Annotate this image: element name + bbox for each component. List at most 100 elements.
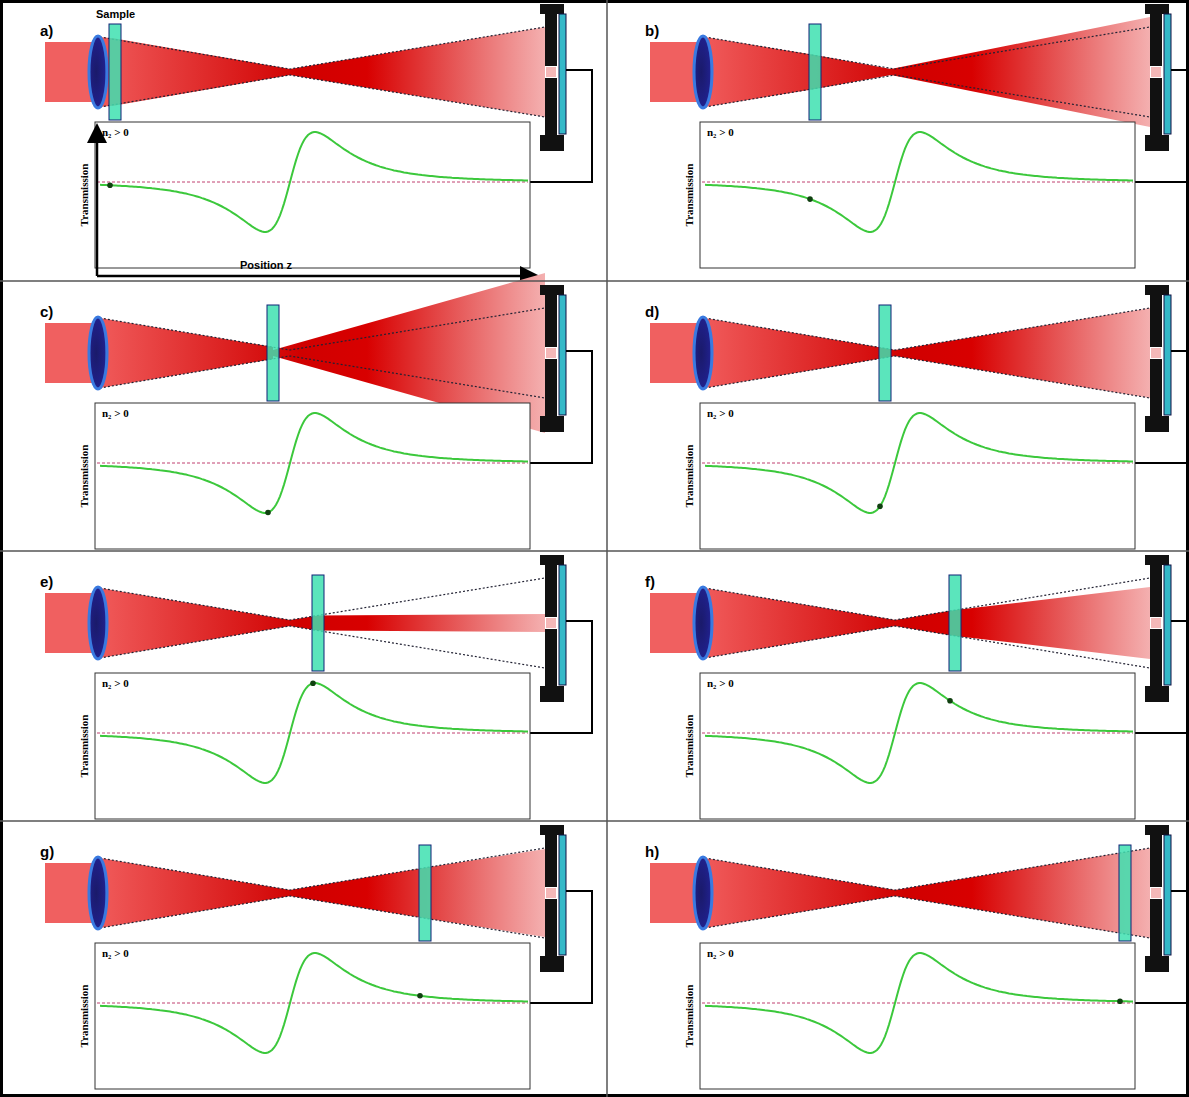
linear-envelope: [705, 896, 1150, 938]
linear-envelope: [705, 356, 1150, 398]
sample-slab: [109, 24, 121, 120]
axis-label: Transmission: [683, 985, 695, 1048]
linear-envelope: [100, 896, 545, 938]
zscan-curve: [705, 953, 1133, 1053]
zscan-curve: [705, 413, 1133, 513]
condition-label: n₂ > 0: [102, 677, 129, 689]
signal-wire: [530, 621, 592, 733]
detector-cap: [1145, 135, 1169, 151]
lens: [694, 857, 712, 929]
linear-envelope: [100, 75, 545, 117]
baseline: [97, 733, 528, 734]
axis-label: Transmission: [78, 445, 90, 508]
signal-wire: [1135, 891, 1189, 1003]
photodetector: [1164, 835, 1171, 955]
graph-box: [95, 673, 530, 819]
linear-envelope: [705, 848, 1150, 890]
zscan-curve: [100, 683, 528, 783]
panel-letter: c): [40, 303, 53, 320]
condition-label: n₂ > 0: [102, 407, 129, 419]
axis-arrow: [96, 128, 99, 276]
focused-beam: [100, 27, 545, 117]
panel-letter: g): [40, 843, 54, 860]
aperture-slit: [1151, 348, 1161, 358]
axis-label: Transmission: [683, 445, 695, 508]
baseline: [702, 463, 1133, 464]
linear-envelope: [705, 578, 1150, 620]
linear-envelope: [100, 27, 545, 69]
position-dot: [310, 680, 316, 686]
graph-box: [95, 122, 530, 268]
signal-wire: [1135, 70, 1189, 182]
focused-beam: [100, 849, 545, 937]
aperture-plate: [545, 10, 557, 66]
aperture-plate: [1150, 899, 1162, 957]
linear-envelope: [705, 75, 1150, 117]
zscan-panel: [650, 825, 1189, 1089]
panel-letter: a): [40, 22, 53, 39]
signal-wire: [1135, 621, 1189, 733]
signal-wire: [530, 70, 592, 182]
aperture-plate: [545, 359, 557, 417]
lens: [694, 317, 712, 389]
condition-label: n₂ > 0: [707, 407, 734, 419]
photodetector: [559, 295, 566, 415]
aperture-plate: [545, 899, 557, 957]
graph-box: [700, 122, 1135, 268]
axis-label: Transmission: [683, 715, 695, 778]
sample-slab: [949, 575, 961, 671]
axis-label: Transmission: [78, 985, 90, 1048]
zscan-curve: [705, 683, 1133, 783]
condition-label: n₂ > 0: [707, 677, 734, 689]
sample-slab: [879, 305, 891, 401]
panel-letter: d): [645, 303, 659, 320]
zscan-curve: [100, 132, 528, 232]
detector-cap: [1145, 956, 1169, 972]
detector-cap: [540, 135, 564, 151]
position-dot: [1117, 998, 1123, 1004]
signal-wire: [530, 891, 592, 1003]
condition-label: n₂ > 0: [102, 947, 129, 959]
sample-slab: [312, 575, 324, 671]
position-dot: [877, 504, 883, 510]
axis-label: Transmission: [78, 715, 90, 778]
sample-slab: [267, 305, 279, 401]
sample-label: Sample: [96, 8, 135, 20]
signal-wire: [1135, 351, 1189, 463]
lens: [694, 587, 712, 659]
condition-label: n₂ > 0: [707, 947, 734, 959]
axis-arrow: [97, 275, 535, 278]
condition-label: n₂ > 0: [102, 126, 129, 138]
aperture-plate: [1150, 831, 1162, 887]
photodetector: [1164, 565, 1171, 685]
graph-box: [700, 943, 1135, 1089]
linear-envelope: [100, 848, 545, 890]
panel-letter: h): [645, 843, 659, 860]
lens: [89, 317, 107, 389]
focused-beam: [705, 308, 1150, 398]
photodetector: [1164, 295, 1171, 415]
focused-beam: [705, 848, 1150, 938]
aperture-plate: [1150, 359, 1162, 417]
zscan-curve: [100, 953, 528, 1053]
graph-box: [700, 673, 1135, 819]
baseline: [702, 182, 1133, 183]
aperture-plate: [1150, 561, 1162, 617]
aperture-plate: [545, 831, 557, 887]
graph-box: [95, 943, 530, 1089]
position-dot: [947, 698, 953, 704]
zscan-curve: [100, 413, 528, 513]
detector-cap: [1145, 416, 1169, 432]
aperture-plate: [545, 561, 557, 617]
graph-box: [700, 403, 1135, 549]
linear-envelope: [705, 626, 1150, 668]
baseline: [702, 1003, 1133, 1004]
zscan-panel: [45, 825, 592, 1089]
aperture-slit: [1151, 618, 1161, 628]
linear-envelope: [705, 27, 1150, 69]
zscan-panel: [650, 4, 1189, 268]
aperture-slit: [1151, 67, 1161, 77]
baseline: [702, 733, 1133, 734]
linear-envelope: [100, 356, 545, 398]
